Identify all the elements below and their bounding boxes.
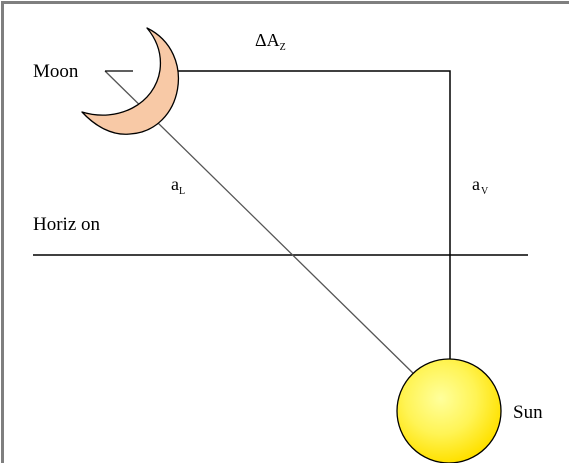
arc-vision-subscript: V	[481, 186, 489, 197]
arc-light-text: a	[171, 174, 179, 194]
moon-label: Moon	[33, 61, 79, 82]
delta-azimuth-label: ΔAZ	[255, 30, 286, 53]
arc-light-label: aL	[171, 174, 185, 197]
sun-label: Sun	[513, 402, 543, 423]
moon-crescent-icon	[81, 27, 180, 135]
sun-icon	[396, 358, 502, 463]
arc-vision-text: a	[472, 174, 480, 194]
horizon-label: Horiz on	[33, 214, 101, 235]
arc-vision-label: aV	[472, 174, 489, 197]
delta-azimuth-text: ΔA	[255, 30, 280, 50]
delta-azimuth-subscript: Z	[280, 42, 286, 53]
arc-light-subscript: L	[179, 186, 185, 197]
azimuth-altitude-path	[168, 70, 451, 362]
